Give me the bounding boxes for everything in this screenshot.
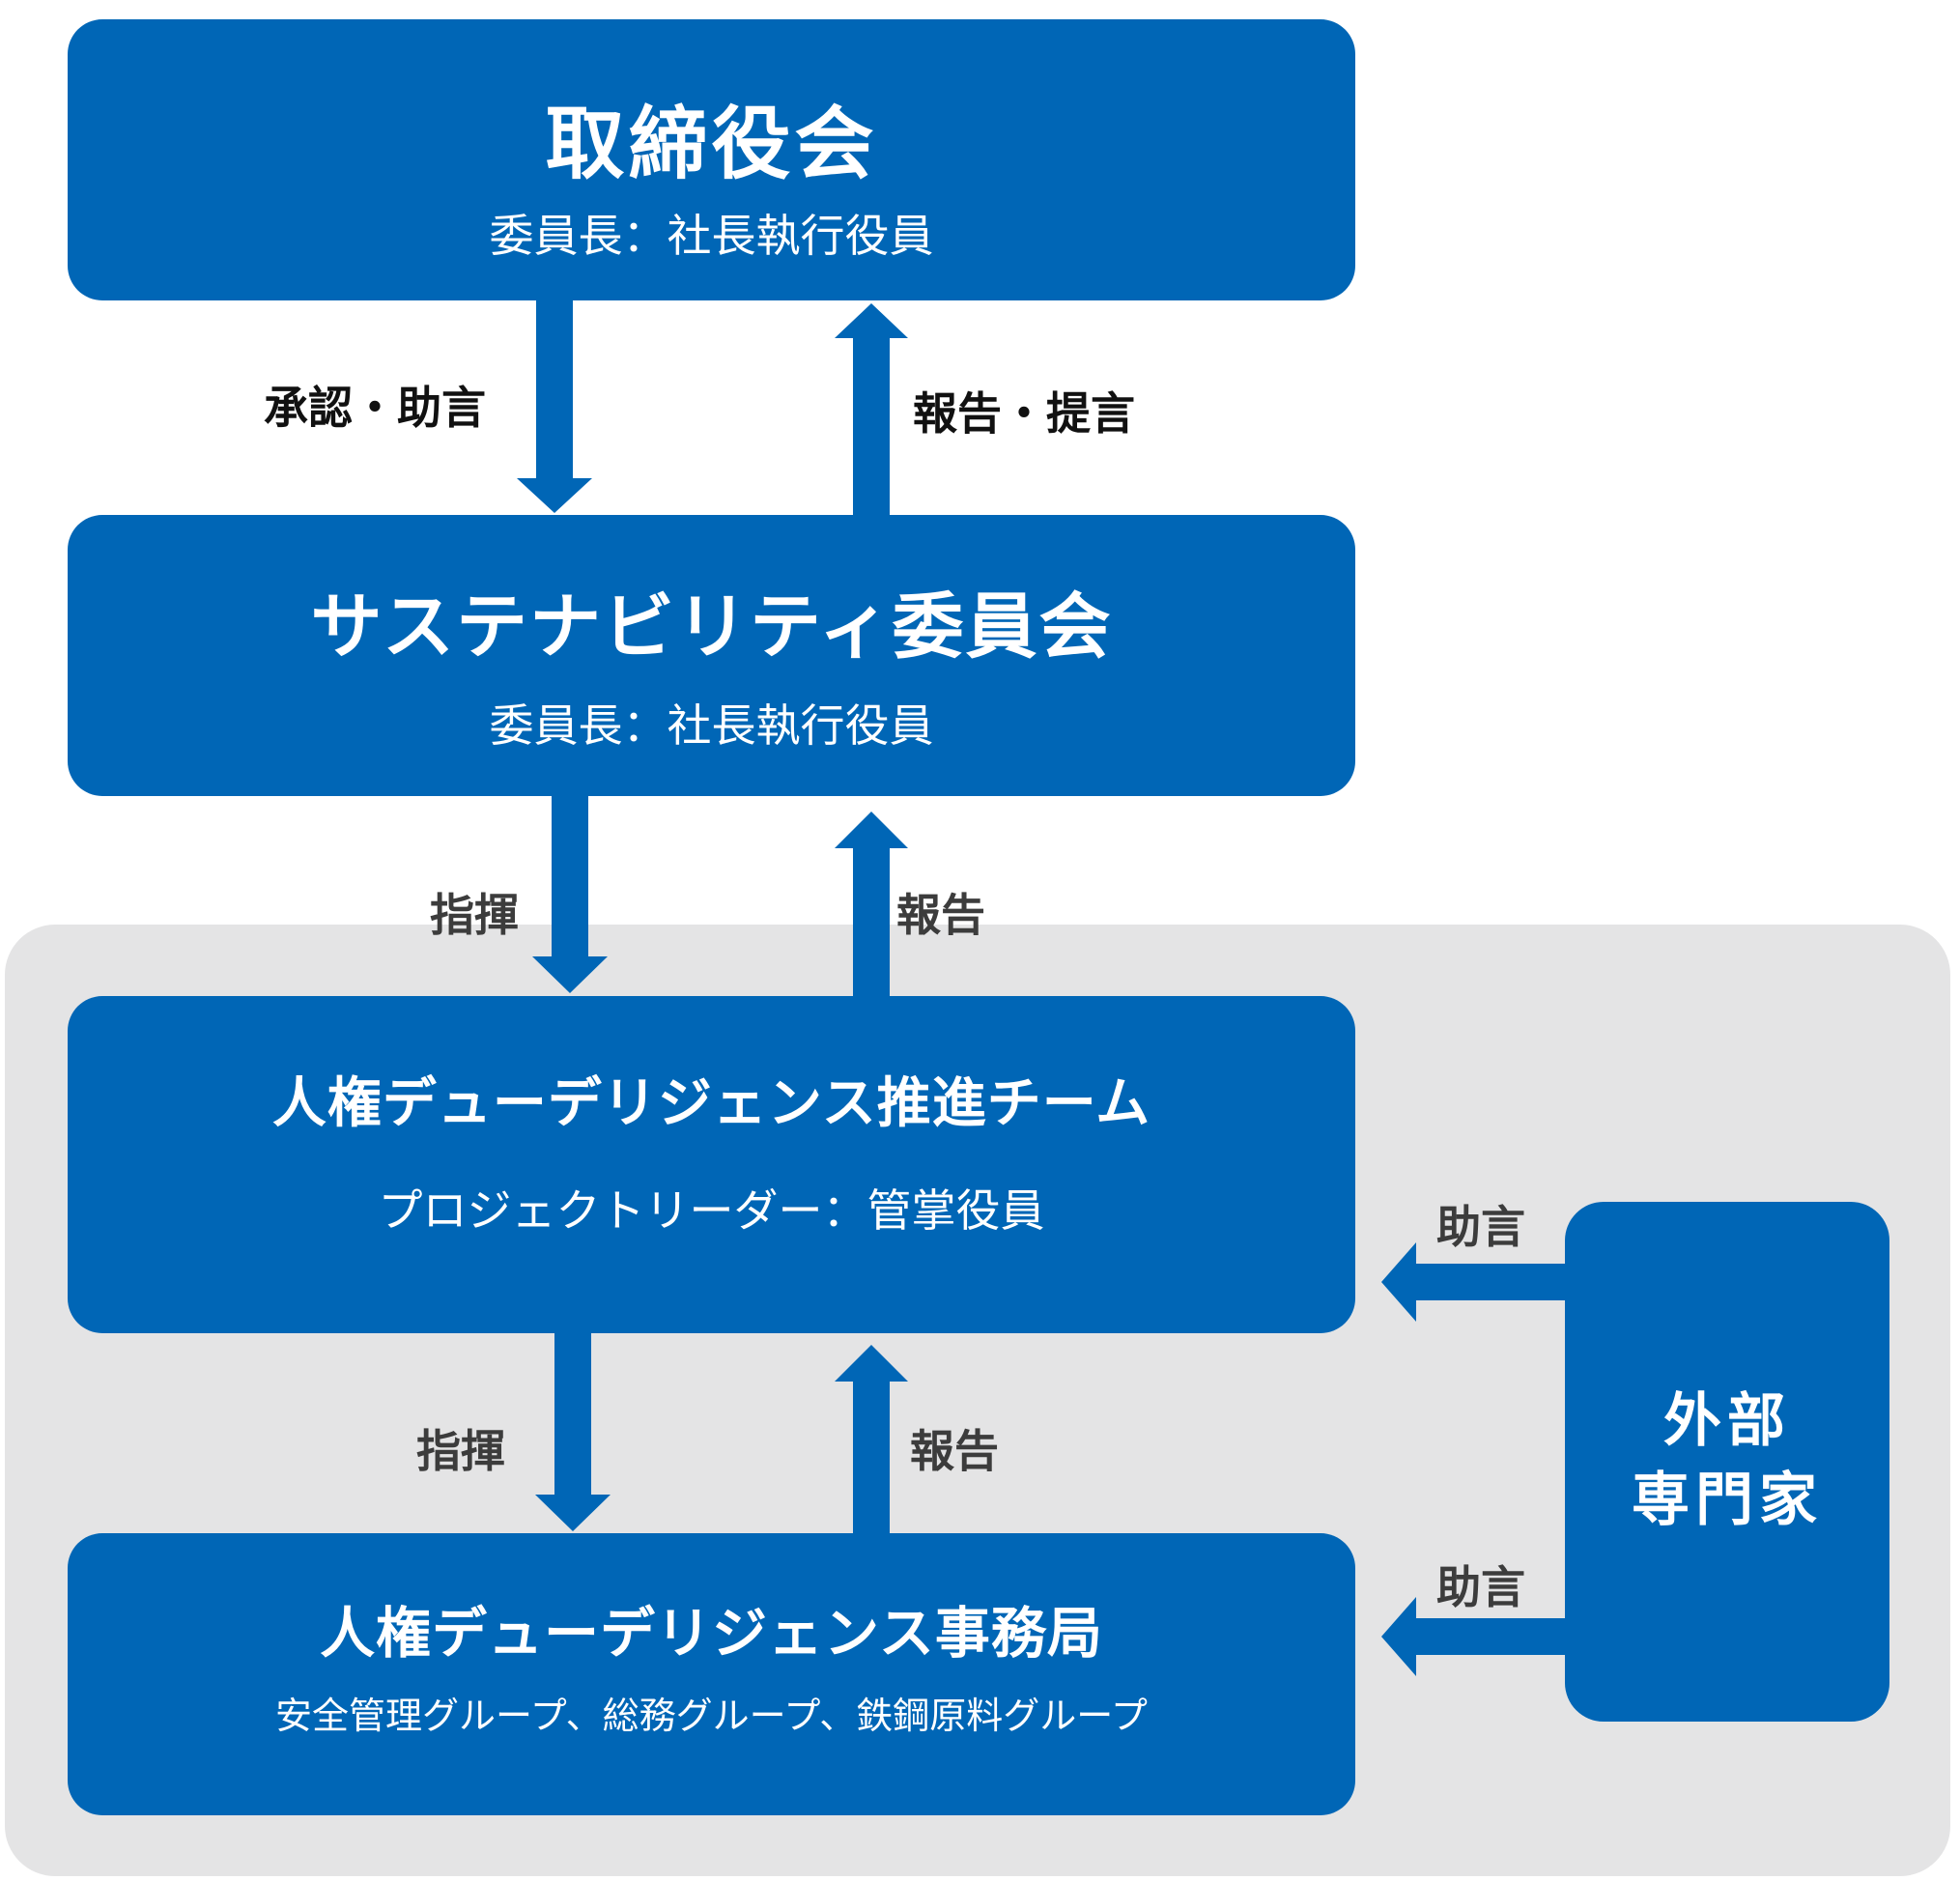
board-box: 取締役会 委員長：社長執行役員 (68, 19, 1355, 300)
arrow-experts-to-team (1381, 1242, 1565, 1322)
label-approval-advice: 承認・助言 (264, 382, 486, 434)
secretariat-box: 人権デューデリジェンス事務局 安全管理グループ、総務グループ、鉄鋼原料グループ (68, 1533, 1355, 1815)
label-advice-2: 助言 (1436, 1561, 1525, 1613)
arrow-committee-to-board (835, 303, 908, 515)
sustainability-committee-box: サステナビリティ委員会 委員長：社長執行役員 (68, 515, 1355, 796)
arrow-secretariat-to-team (835, 1345, 908, 1533)
promotion-team-title: 人権デューデリジェンス推進チーム (271, 1072, 1151, 1135)
label-report-1: 報告 (896, 889, 985, 941)
label-command-1: 指揮 (430, 889, 519, 941)
secretariat-title: 人権デューデリジェンス事務局 (320, 1602, 1103, 1666)
arrow-team-to-committee (835, 812, 908, 996)
arrow-committee-to-team (532, 796, 608, 993)
external-experts-title: 外部専門家 (1632, 1387, 1823, 1534)
sustainability-committee-title: サステナビリティ委員会 (310, 585, 1113, 669)
arrow-board-to-committee (517, 300, 592, 513)
secretariat-subtitle: 安全管理グループ、総務グループ、鉄鋼原料グループ (275, 1695, 1148, 1737)
arrow-team-to-secretariat (535, 1333, 611, 1531)
promotion-team-box: 人権デューデリジェンス推進チーム プロジェクトリーダー：管掌役員 (68, 996, 1355, 1333)
external-experts-box: 外部専門家 (1565, 1202, 1889, 1722)
promotion-team-subtitle: プロジェクトリーダー：管掌役員 (378, 1184, 1045, 1237)
label-report-2: 報告 (910, 1425, 999, 1477)
sustainability-committee-subtitle: 委員長：社長執行役員 (489, 699, 934, 752)
arrow-experts-to-secretariat (1381, 1597, 1565, 1676)
label-advice-1: 助言 (1436, 1201, 1525, 1253)
board-title: 取締役会 (545, 99, 878, 190)
label-command-2: 指揮 (416, 1425, 505, 1477)
label-report-proposal: 報告・提言 (913, 387, 1135, 440)
board-subtitle: 委員長：社長執行役員 (489, 210, 934, 262)
